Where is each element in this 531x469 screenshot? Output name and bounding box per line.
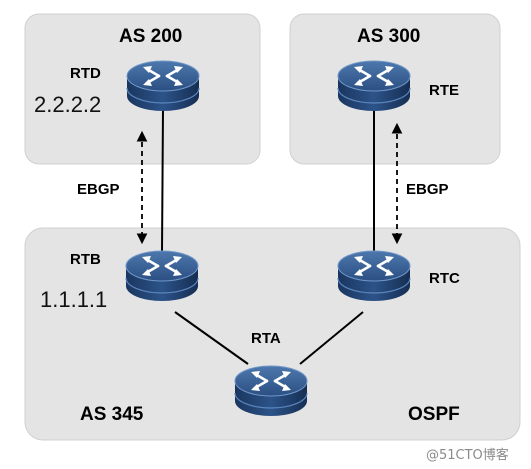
ip-rtd: 2.2.2.2: [34, 92, 102, 117]
label-rte: RTE: [429, 82, 459, 99]
watermark: @51CTO博客: [426, 448, 509, 463]
router-rtd-icon: [125, 59, 201, 113]
link-rtc-rta: [299, 311, 364, 365]
router-rtb-icon: [124, 249, 200, 303]
label-ebgp-left: EBGP: [77, 181, 120, 198]
router-rte-icon: [336, 59, 412, 113]
label-ebgp-right: EBGP: [406, 181, 449, 198]
label-rtd: RTD: [70, 65, 101, 82]
label-as345: AS 345: [80, 404, 144, 425]
link-rtb-rta: [174, 311, 249, 365]
label-rta: RTA: [251, 330, 281, 347]
router-rta-icon: [233, 364, 309, 418]
label-as300: AS 300: [357, 26, 421, 47]
label-rtb: RTB: [70, 251, 101, 268]
label-as200: AS 200: [119, 26, 183, 47]
ip-rtb: 1.1.1.1: [40, 287, 108, 312]
link-rtd-rtb: [161, 107, 164, 253]
label-ospf: OSPF: [408, 404, 460, 425]
label-rtc: RTC: [429, 270, 460, 287]
router-rtc-icon: [336, 249, 412, 303]
